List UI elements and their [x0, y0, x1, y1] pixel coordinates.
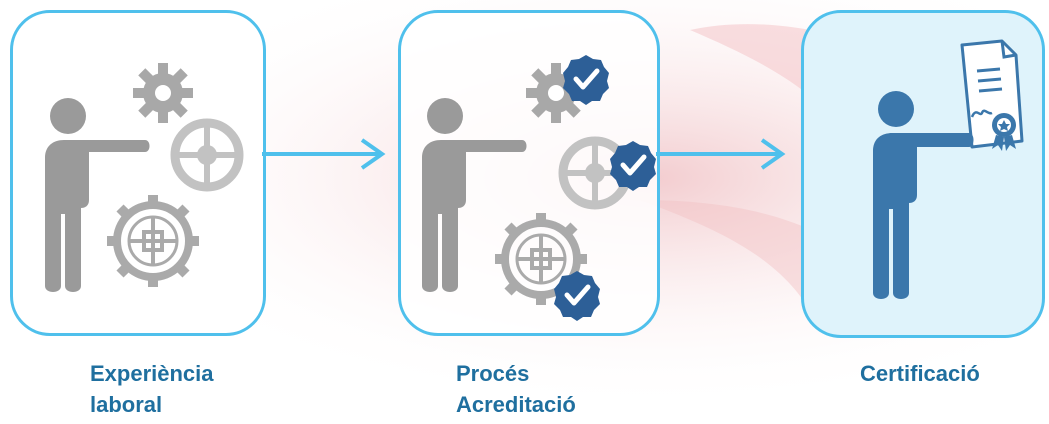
- check-badge-icon: [554, 271, 600, 321]
- step-label-line: Procés: [456, 361, 530, 386]
- step-card-certification: [801, 10, 1045, 338]
- arrow-right-icon: [656, 138, 786, 170]
- step-label-certification: Certificació: [860, 358, 1040, 389]
- arrow-right-icon: [262, 138, 386, 170]
- person-with-checked-gears-icon: [422, 55, 656, 321]
- step-label-line: Experiència: [90, 361, 214, 386]
- step-card-accreditation: [398, 10, 660, 336]
- check-badge-icon: [563, 55, 609, 105]
- step-label-experience: Experiència laboral: [90, 358, 270, 420]
- step-label-line: Acreditació: [456, 392, 576, 417]
- check-badge-icon: [610, 141, 656, 191]
- step-label-accreditation: Procés Acreditació: [456, 358, 646, 420]
- certificate-icon: [960, 39, 1024, 151]
- step-label-line: laboral: [90, 392, 163, 417]
- person-with-certificate-icon: [873, 39, 1024, 299]
- person-with-gears-icon: [45, 63, 244, 292]
- step-label-line: Certificació: [860, 361, 980, 386]
- step-card-experience: [10, 10, 266, 336]
